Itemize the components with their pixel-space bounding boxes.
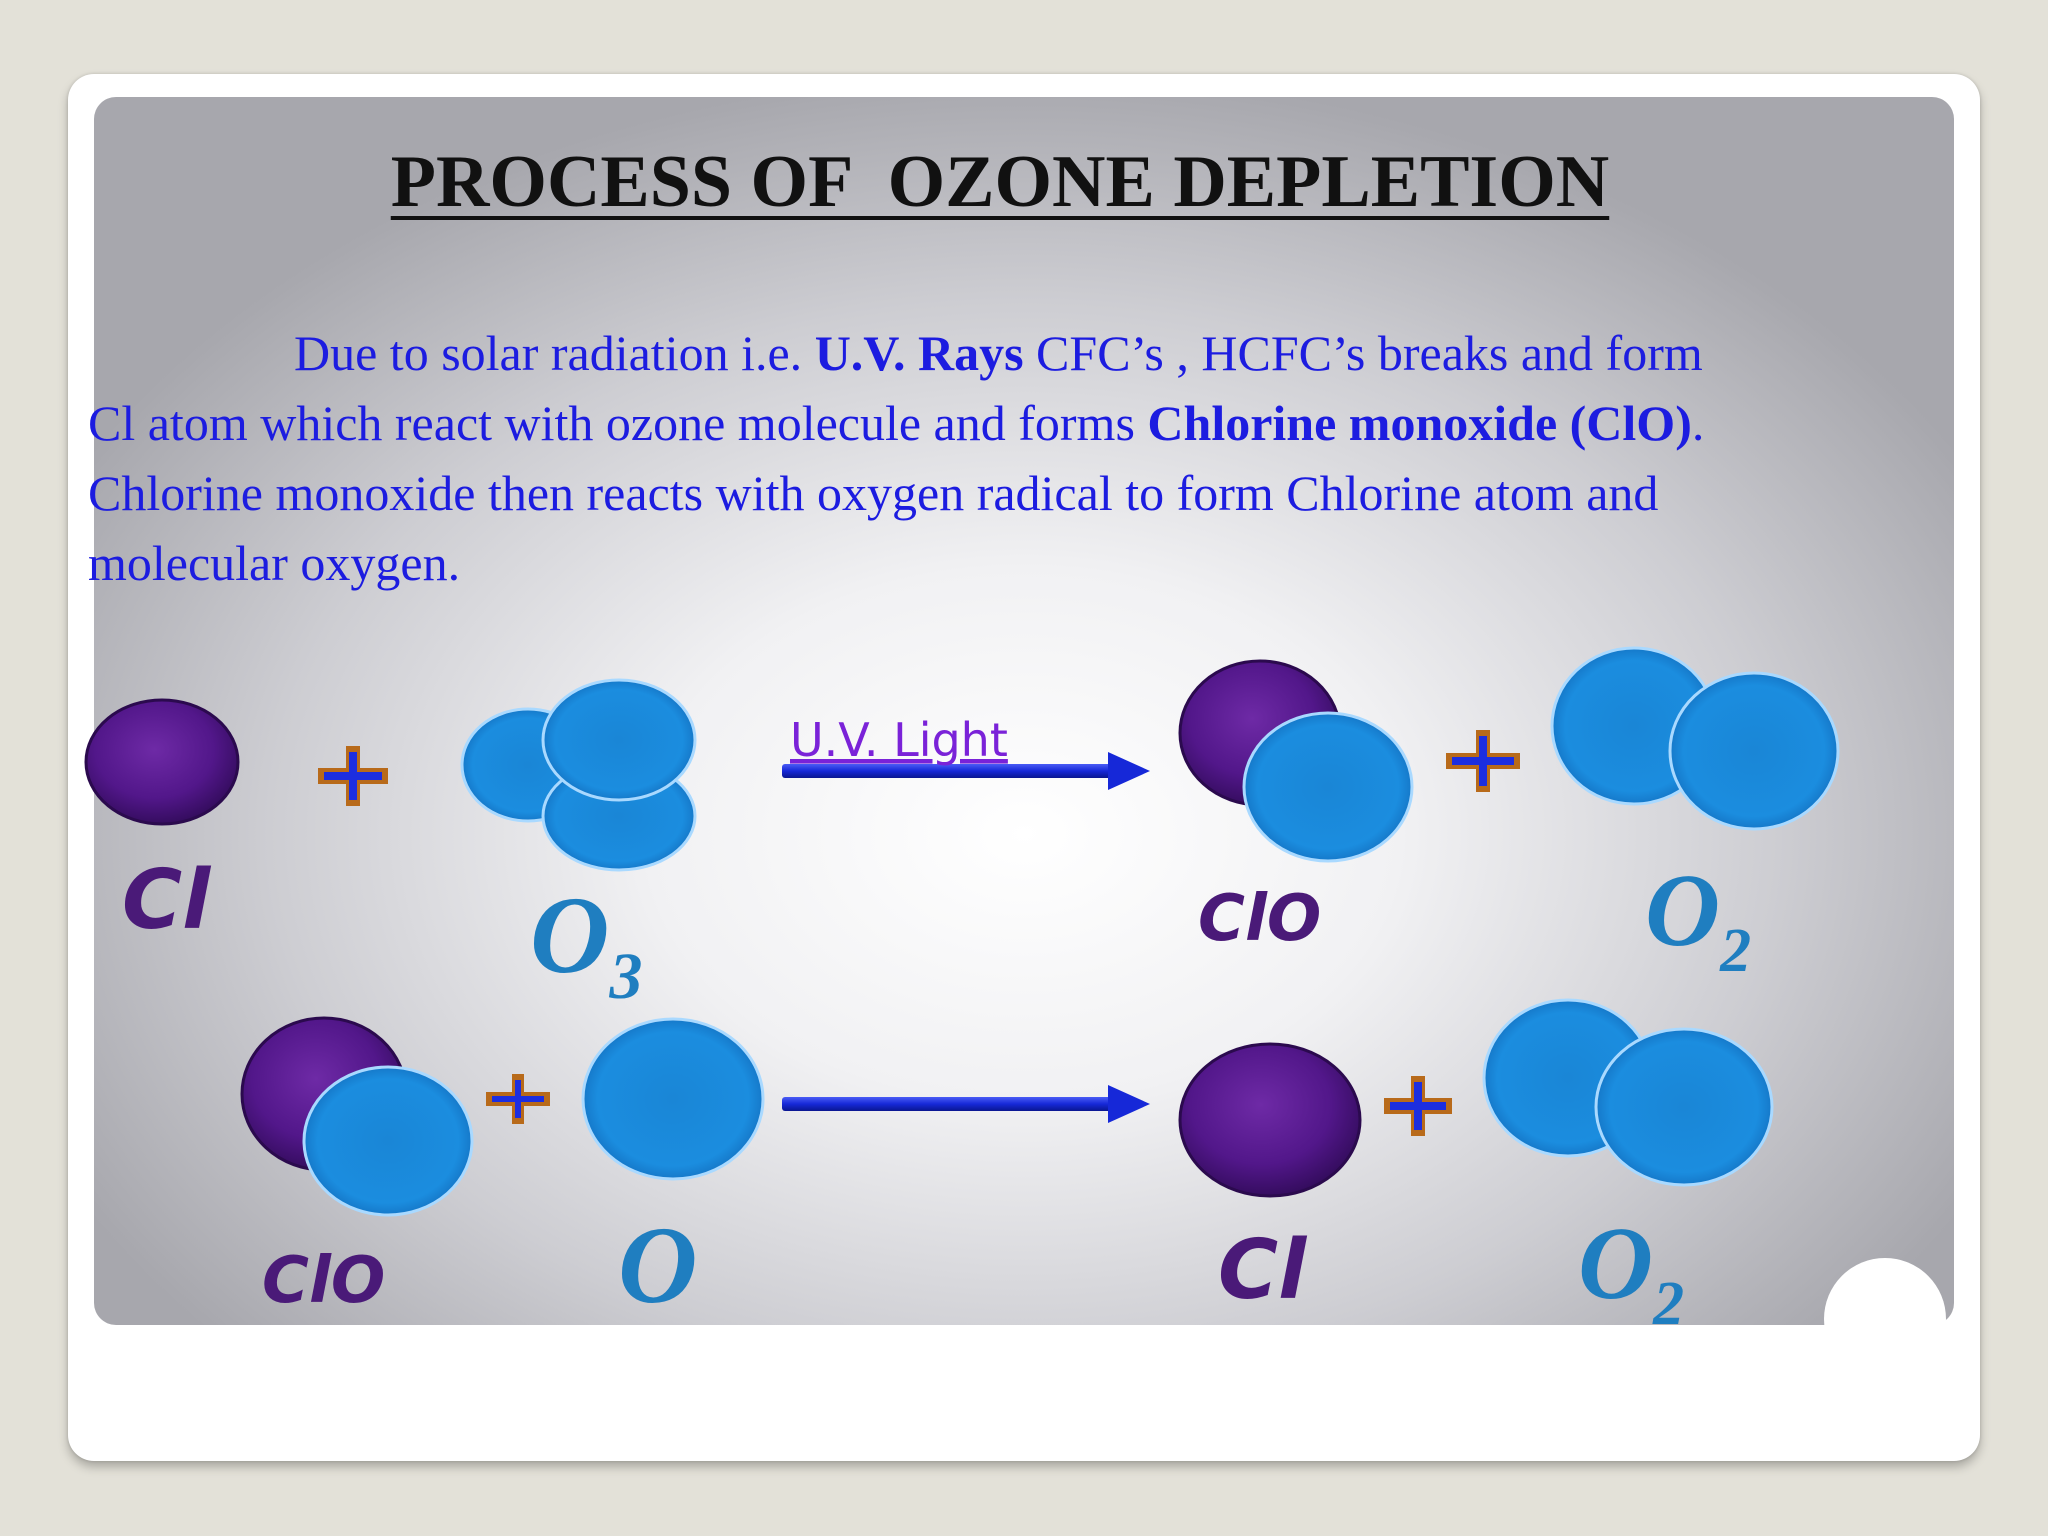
label-o3-subscript: 3 xyxy=(608,940,642,1013)
description-paragraph: Due to solar radiation i.e. U.V. Rays CF… xyxy=(88,318,1988,598)
oxygen-molecule xyxy=(1550,646,1840,831)
label-o2-base: O xyxy=(1645,853,1720,968)
label-o3-base: O xyxy=(530,874,609,996)
label-clo: ClO xyxy=(1198,882,1321,956)
label-cl: Cl xyxy=(1218,1223,1308,1318)
reaction-arrow-uv xyxy=(782,752,1150,790)
chlorine-atom xyxy=(1178,1042,1362,1198)
label-o3: O3 xyxy=(530,874,642,1013)
label-o2-base: O xyxy=(1578,1206,1653,1321)
line1-prefix: Due to solar radiation i.e. xyxy=(294,325,815,381)
label-o: O xyxy=(618,1204,697,1326)
chlorine-atom xyxy=(84,698,240,826)
paragraph-line-3: Chlorine monoxide then reacts with oxyge… xyxy=(88,465,1659,521)
line2-prefix: Cl atom which react with ozone molecule … xyxy=(88,395,1148,451)
oxygen-atom xyxy=(581,1017,765,1181)
label-cl: Cl xyxy=(122,853,212,948)
plus-icon xyxy=(486,1074,550,1124)
chlorine-monoxide-molecule xyxy=(240,1016,474,1217)
uv-rays-term: U.V. Rays xyxy=(814,325,1024,381)
label-o2: O2 xyxy=(1645,853,1751,985)
corner-decoration xyxy=(1824,1258,1946,1380)
plus-icon xyxy=(1384,1076,1452,1136)
reaction-arrow xyxy=(782,1085,1150,1123)
ozone-molecule xyxy=(460,678,697,872)
chlorine-monoxide-molecule xyxy=(1178,659,1414,863)
uv-light-label: U.V. Light xyxy=(790,713,1008,767)
label-o2: O2 xyxy=(1578,1206,1684,1338)
plus-icon xyxy=(1446,730,1520,792)
label-o2-subscript: 2 xyxy=(1652,1270,1684,1338)
chlorine-monoxide-term: Chlorine monoxide (ClO) xyxy=(1147,395,1692,451)
label-clo: ClO xyxy=(262,1244,385,1318)
line1-suffix: CFC’s , HCFC’s breaks and form xyxy=(1023,325,1703,381)
paragraph-line-2: Cl atom which react with ozone molecule … xyxy=(88,388,1988,458)
label-o2-subscript: 2 xyxy=(1719,917,1751,985)
reaction-1: U.V. Light Cl O3 ClO O2 xyxy=(84,646,1840,1013)
slide-title: PROCESS OF OZONE DEPLETION xyxy=(390,141,1610,223)
plus-icon xyxy=(318,746,388,806)
oxygen-molecule xyxy=(1482,998,1774,1187)
paragraph-line-4: molecular oxygen. xyxy=(88,535,461,591)
line2-suffix: . xyxy=(1691,395,1705,451)
paragraph-line-1: Due to solar radiation i.e. U.V. Rays CF… xyxy=(88,318,1988,388)
reaction-2: ClO O Cl O2 xyxy=(240,998,1774,1338)
